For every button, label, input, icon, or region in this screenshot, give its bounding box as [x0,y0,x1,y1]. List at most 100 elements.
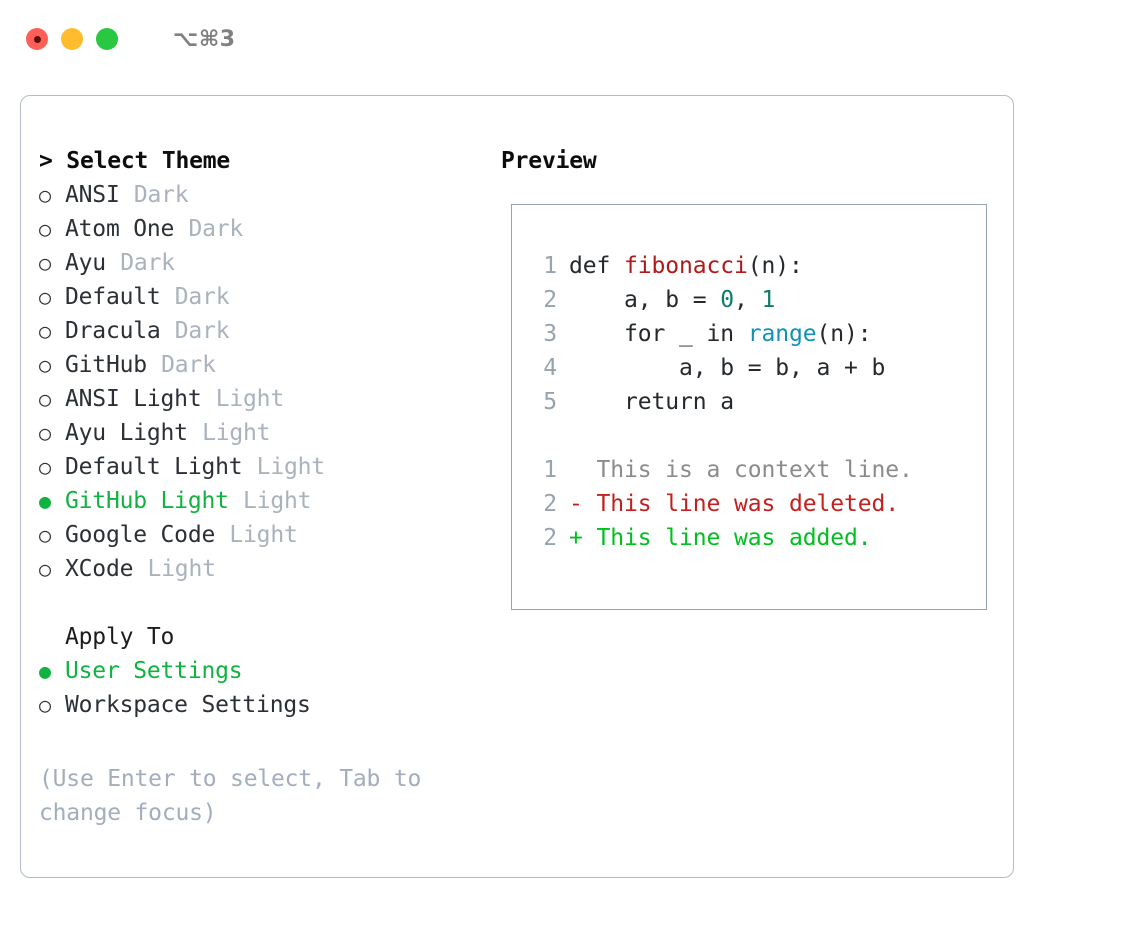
code-token-number: 0 [720,287,734,313]
code-token: a, b = b, a + b [569,355,886,381]
select-theme-heading: > Select Theme [39,148,231,174]
radio-empty-icon: ○ [39,455,51,479]
line-number: 5 [543,389,557,415]
theme-option-google-code-light[interactable]: ○ Google Code Light [39,518,499,552]
code-line-text: return a [569,385,734,419]
radio-empty-icon: ○ [39,285,51,309]
radio-empty-icon: ○ [39,421,51,445]
theme-option-variant: Light [243,488,312,514]
theme-option-ansi-dark[interactable]: ○ ANSI Dark [39,178,499,212]
zoom-button-icon[interactable] [96,28,118,50]
radio-empty-icon: ○ [39,693,51,717]
line-number: 1 [543,457,557,483]
panel-content: > Select Theme ○ ANSI Dark ○ Atom One Da… [21,96,1013,877]
theme-option-variant: Dark [174,284,230,310]
theme-option-default-dark[interactable]: ○ Default Dark [39,280,499,314]
minimize-button-icon[interactable] [61,28,83,50]
radio-empty-icon: ○ [39,353,51,377]
code-line: 1 def fibonacci(n): [529,249,986,283]
diff-marker: + [569,525,597,551]
code-line: 3 for _ in range(n): [529,317,986,351]
theme-option-variant: Dark [161,352,216,378]
theme-option-label: Default Light [65,454,243,480]
theme-option-default-light[interactable]: ○ Default Light Light [39,450,499,484]
line-number: 4 [543,355,557,381]
apply-to-heading: Apply To [65,624,175,650]
code-line-text: a, b = b, a + b [569,351,885,385]
code-token: , [733,287,762,313]
radio-empty-icon: ○ [39,387,51,411]
theme-option-variant: Dark [174,318,230,344]
theme-option-atom-one-dark[interactable]: ○ Atom One Dark [39,212,499,246]
theme-option-ansi-light[interactable]: ○ ANSI Light Light [39,382,499,416]
theme-option-label: XCode [65,556,134,582]
code-token: for _ in [569,321,748,347]
theme-option-label: Default [65,284,161,310]
theme-option-label: Dracula [65,318,161,344]
theme-option-ayu-dark[interactable]: ○ Ayu Dark [39,246,499,280]
radio-empty-icon: ○ [39,183,51,207]
radio-empty-icon: ○ [39,217,51,241]
code-token: return a [569,389,734,415]
diff-text: This line was added. [596,525,872,551]
line-number: 2 [543,525,557,551]
code-token: (n): [747,253,803,279]
title-bar: ⌥⌘3 [0,0,1140,78]
diff-line-deleted: 2 - This line was deleted. [529,487,986,521]
apply-to-option-workspace-settings[interactable]: ○ Workspace Settings [39,688,499,722]
theme-option-label: ANSI [65,182,120,208]
theme-option-label: GitHub Light [65,488,229,514]
radio-empty-icon: ○ [39,251,51,275]
theme-option-github-light[interactable]: ● GitHub Light Light [39,484,499,518]
radio-empty-icon: ○ [39,523,51,547]
radio-empty-icon: ○ [39,557,51,581]
code-line: 4 a, b = b, a + b [529,351,986,385]
main-panel: > Select Theme ○ ANSI Dark ○ Atom One Da… [20,95,1014,878]
code-token: a, b = [569,287,721,313]
theme-option-xcode-light[interactable]: ○ XCode Light [39,552,499,586]
radio-empty-icon: ○ [39,319,51,343]
theme-option-github-dark[interactable]: ○ GitHub Dark [39,348,499,382]
line-number: 3 [543,321,557,347]
apply-to-option-label: Workspace Settings [65,692,311,718]
code-token: def [569,253,624,279]
line-number: 1 [543,253,557,279]
diff-text: This is a context line. [596,457,913,483]
code-line-text: for _ in range(n): [569,317,872,351]
theme-option-label: ANSI Light [65,386,202,412]
theme-option-dracula-dark[interactable]: ○ Dracula Dark [39,314,499,348]
theme-option-variant: Light [229,522,298,548]
code-blank-line [529,419,986,453]
preview-column: Preview [501,144,1001,178]
radio-filled-icon: ● [39,489,51,513]
apply-to-option-user-settings[interactable]: ● User Settings [39,654,499,688]
section-spacer [39,586,499,620]
diff-text: This line was deleted. [596,491,900,517]
theme-option-variant: Light [215,386,284,412]
traffic-lights [26,28,118,50]
code-token-function: fibonacci [624,253,748,279]
theme-picker-column: > Select Theme ○ ANSI Dark ○ Atom One Da… [39,144,499,722]
apply-to-option-label: User Settings [65,658,243,684]
code-token-number: 1 [761,287,776,313]
theme-option-variant: Dark [133,182,189,208]
theme-option-variant: Light [202,420,271,446]
line-number: 2 [543,491,557,517]
line-number: 2 [543,287,557,313]
code-line-text: def fibonacci(n): [569,249,803,283]
code-token-builtin: range [747,321,817,347]
keyboard-hint-text: (Use Enter to select, Tab to change focu… [39,766,422,826]
code-line: 2 a, b = 0, 1 [529,283,986,317]
theme-option-variant: Light [256,454,325,480]
theme-option-label: GitHub [65,352,147,378]
diff-marker [569,453,597,487]
theme-option-label: Ayu [65,250,106,276]
radio-filled-icon: ● [39,659,51,683]
theme-option-label: Ayu Light [65,420,188,446]
diff-line-context: 1 This is a context line. [529,453,986,487]
theme-option-label: Atom One [65,216,175,242]
theme-option-ayu-light[interactable]: ○ Ayu Light Light [39,416,499,450]
diff-marker: - [569,491,597,517]
close-button-icon[interactable] [26,28,48,50]
